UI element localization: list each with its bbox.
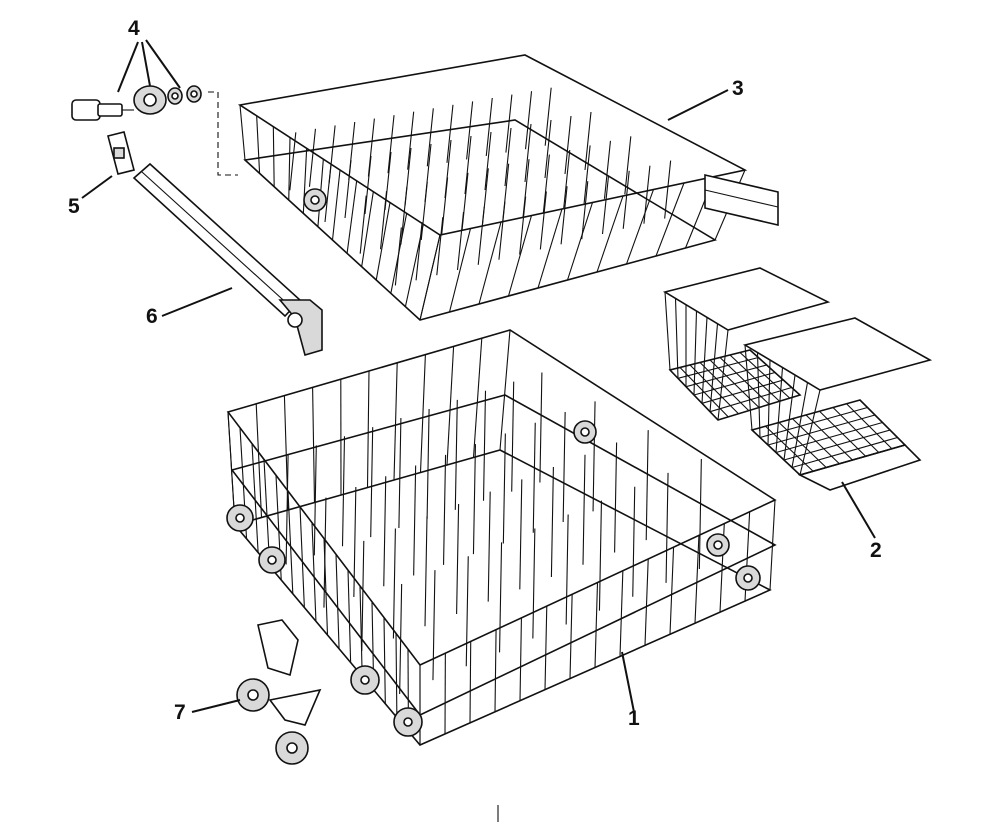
track-rail (132, 162, 323, 356)
callout-label-1: 1 (628, 707, 640, 730)
callout-label-3: 3 (732, 77, 744, 100)
assembly-bracket-line (208, 91, 238, 176)
rail-clip (107, 131, 135, 175)
callout-label-2: 2 (870, 539, 882, 562)
callout-label-4: 4 (128, 17, 140, 40)
rack-stop-hardware (71, 85, 202, 121)
callout-label-6: 6 (146, 305, 158, 328)
wheel-assembly (236, 619, 322, 765)
lower-rack-wheels (226, 420, 761, 737)
silverware-basket (662, 267, 933, 491)
callout-label-5: 5 (68, 195, 80, 218)
upper-rack (237, 54, 779, 321)
callout-leaders (81, 39, 876, 713)
callout-label-7: 7 (174, 701, 186, 724)
lower-rack (226, 329, 777, 746)
